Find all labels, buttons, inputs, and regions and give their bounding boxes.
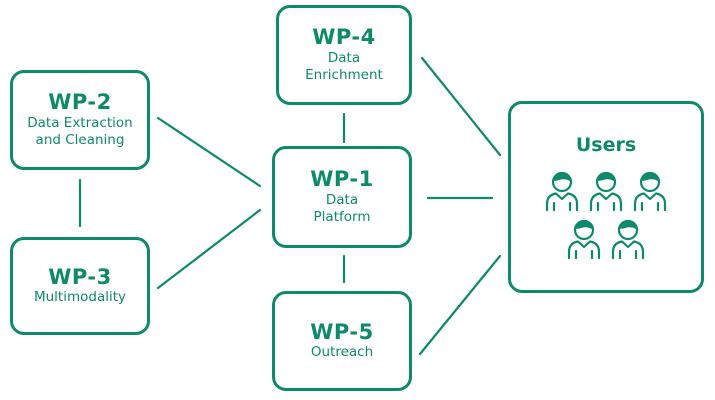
users-row-bottom — [565, 216, 647, 260]
wp4-box: WP-4 Data Enrichment — [276, 5, 412, 105]
wp5-box: WP-5 Outreach — [272, 291, 412, 391]
wp4-name: Data Enrichment — [305, 49, 383, 84]
person-icon — [631, 168, 669, 212]
wp1-box: WP-1 Data Platform — [272, 146, 412, 248]
wp3-code: WP-3 — [48, 265, 112, 290]
users-icon-group — [543, 168, 669, 260]
person-icon — [543, 168, 581, 212]
wp2-name: Data Extraction and Cleaning — [27, 114, 133, 149]
wp3-name: Multimodality — [33, 289, 127, 306]
wp5-name: Outreach — [310, 344, 374, 361]
person-icon — [565, 216, 603, 260]
users-title: Users — [575, 134, 637, 156]
link-wp3-wp1 — [156, 208, 262, 290]
link-wp5-users — [418, 254, 502, 356]
person-icon — [587, 168, 625, 212]
users-row-top — [543, 168, 669, 212]
link-wp4-users — [420, 56, 502, 157]
wp5-code: WP-5 — [310, 320, 374, 345]
wp1-code: WP-1 — [310, 167, 374, 192]
wp3-box: WP-3 Multimodality — [10, 237, 150, 335]
wp4-code: WP-4 — [312, 25, 376, 50]
wp2-code: WP-2 — [48, 90, 112, 115]
link-wp2-wp1 — [156, 116, 262, 188]
users-box: Users — [508, 101, 704, 293]
wp2-box: WP-2 Data Extraction and Cleaning — [10, 70, 150, 170]
wp1-name: Data Platform — [313, 191, 371, 226]
person-icon — [609, 216, 647, 260]
